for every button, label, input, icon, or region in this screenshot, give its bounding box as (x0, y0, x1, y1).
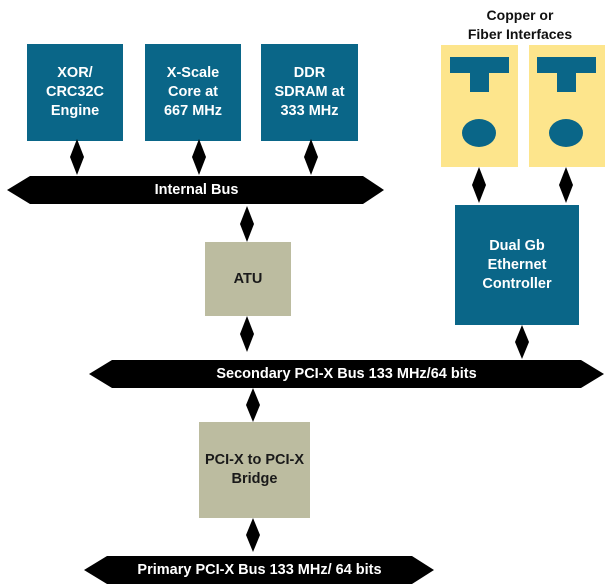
connector-secondary-bridge (246, 388, 260, 422)
internal-bus (7, 176, 384, 204)
ethernet-controller-block (455, 205, 579, 325)
atu-label: ATU (233, 270, 263, 287)
connector-internal-atu (240, 206, 254, 242)
internal-bus-label: Internal Bus (154, 182, 239, 198)
primary-pcix-bus (84, 556, 434, 584)
interface-card-2 (529, 45, 605, 167)
secondary-pcix-bus (89, 360, 604, 388)
primary-bus-label: Primary PCI-X Bus 133 MHz/ 64 bits (137, 562, 382, 578)
atu-block (205, 242, 291, 316)
secondary-bus-label: Secondary PCI-X Bus 133 MHz/64 bits (216, 366, 477, 382)
xor-engine-label: XOR/ CRC32C Engine (45, 65, 104, 119)
connector-bridge-primary (246, 518, 260, 552)
connector-card2-ethernet (559, 167, 573, 203)
ethernet-controller-label: Dual Gb Ethernet Controller (482, 237, 552, 292)
xor-engine-block (27, 44, 123, 141)
connector-atu-secondary (240, 316, 254, 352)
ddr-sdram-block (261, 44, 358, 141)
interface-card-1 (441, 45, 518, 167)
pcix-bridge-label: PCI-X to PCI-X Bridge (204, 452, 305, 487)
connector-xscale-internal (192, 139, 206, 175)
pcix-bridge-block (199, 422, 310, 518)
xscale-core-block (145, 44, 241, 141)
connector-ddr-internal (304, 139, 318, 175)
interfaces-heading: Copper or Fiber Interfaces (467, 7, 573, 42)
connector-card1-ethernet (472, 167, 486, 203)
xscale-core-label: X-Scale Core at 667 MHz (163, 65, 223, 119)
ddr-sdram-label: DDR SDRAM at 333 MHz (274, 65, 345, 119)
connector-xor-internal (70, 139, 84, 175)
connector-ethernet-secondary (515, 325, 529, 359)
